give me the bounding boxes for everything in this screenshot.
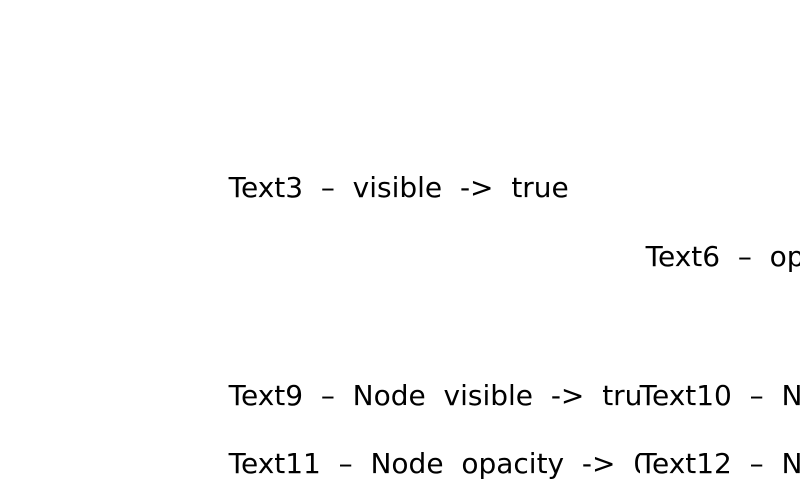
- label-text12-content: Text12 – Node visible -> true: [639, 450, 800, 478]
- label-text3: Text3 – visible -> true: [193, 146, 569, 230]
- label-text6: Text6 – opacity -> 0.5: [610, 215, 800, 299]
- label-text10: Text10 – Node opacity -> 0.5: [604, 354, 800, 438]
- label-text3-content: Text3 – visible -> true: [228, 171, 569, 204]
- label-text10-content: Text10 – Node opacity -> 0.5: [639, 382, 800, 410]
- label-text6-content: Text6 – opacity -> 0.5: [645, 243, 800, 271]
- label-text9: Text9 – Node visible -> true: [193, 354, 660, 438]
- label-text9-content: Text9 – Node visible -> true: [228, 379, 660, 412]
- label-text12: Text12 – Node visible -> true: [604, 422, 800, 480]
